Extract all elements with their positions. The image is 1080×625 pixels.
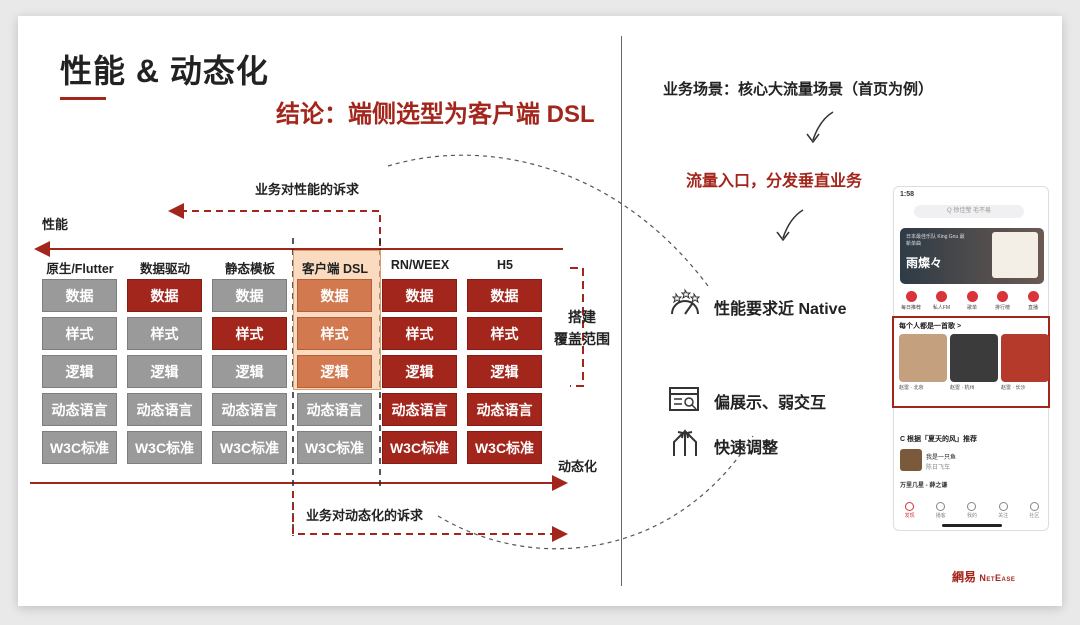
scene-text: 业务场景：核心大流量场景（首页为例） <box>663 81 934 98</box>
traffic-text: 流量入口，分发垂直业务 <box>686 173 863 190</box>
phone-song-art <box>900 449 922 471</box>
coverage-bracket <box>570 267 584 387</box>
phone-banner-art <box>992 232 1038 278</box>
phone-nav: 每日推荐 私人FM 歌单 排行榜 直播 <box>898 291 1046 311</box>
grid-cell: 数据 <box>127 279 202 312</box>
phone-song-sub: 陈日飞车 <box>926 465 951 471</box>
grid-cell: 动态语言 <box>212 393 287 426</box>
column-header: RN/WEEX <box>390 258 450 272</box>
feature-text: 性能要求近 Native <box>714 301 847 318</box>
feature-text: 快速调整 <box>714 440 779 457</box>
grid-cell: 数据 <box>467 279 542 312</box>
grid-cell: 样式 <box>127 317 202 350</box>
grid-cell: 动态语言 <box>467 393 542 426</box>
grid-cell: 数据 <box>42 279 117 312</box>
phone-player[interactable]: 万里几星 - 薛之谦 <box>900 483 948 489</box>
arrows-icon <box>673 429 697 456</box>
slide: 性能 & 动态化 结论：端侧选型为客户端 DSL 业务对性能的诉求 性能 动态化… <box>18 16 1062 606</box>
down-arrow-icon <box>806 111 834 144</box>
grid-cell: 数据 <box>212 279 287 312</box>
feature-text: 偏展示、弱交互 <box>714 395 827 412</box>
performance-demand-label: 业务对性能的诉求 <box>255 182 360 197</box>
grid-cell: 逻辑 <box>382 355 457 388</box>
phone-recommend-card-title: 每个人都是一首歌 > <box>899 323 962 330</box>
grid-cell: 逻辑 <box>297 355 372 388</box>
grid-cell: 动态语言 <box>297 393 372 426</box>
grid-cell: 样式 <box>467 317 542 350</box>
phone-tab[interactable]: 我的 <box>967 502 977 519</box>
column-header: 客户端 DSL <box>302 262 368 276</box>
phone-tab[interactable]: 播客 <box>936 502 946 519</box>
grid-cell: 逻辑 <box>212 355 287 388</box>
phone-tab[interactable]: 社区 <box>1029 502 1039 519</box>
grid-cell: W3C标准 <box>297 431 372 464</box>
phone-search-input[interactable]: Q 徐佳瑩 毛不易 <box>914 205 1024 218</box>
phone-recommend-highlight: 每个人都是一首歌 > 赵雷 · 北京 赵雷 · 杭州 赵雷 · 长沙 <box>892 316 1050 408</box>
grid-cell: 数据 <box>382 279 457 312</box>
dynamic-demand-arrow <box>292 491 568 542</box>
phone-tab[interactable]: 发现 <box>905 502 915 519</box>
title-underline <box>60 97 106 100</box>
column-header: 原生/Flutter <box>46 262 114 276</box>
feature-adjust <box>668 428 702 463</box>
phone-recommend-title: C 根据「夏天的风」推荐 <box>900 436 977 443</box>
phone-home-indicator <box>942 524 1002 527</box>
grid-cell: W3C标准 <box>467 431 542 464</box>
phone-nav-item[interactable]: 排行榜 <box>990 291 1016 311</box>
phone-card-art[interactable] <box>899 334 947 382</box>
speedometer-icon <box>671 288 701 315</box>
phone-card-art[interactable] <box>1001 334 1049 382</box>
column-header: 静态模板 <box>224 262 275 276</box>
phone-tab[interactable]: 关注 <box>998 502 1008 519</box>
grid-cell: 数据 <box>297 279 372 312</box>
phone-card-caption: 赵雷 · 杭州 <box>950 385 975 391</box>
feature-performance <box>668 288 702 323</box>
grid-cell: 样式 <box>42 317 117 350</box>
phone-banner-title: 雨燦々 <box>906 256 943 270</box>
grid-cell: 样式 <box>297 317 372 350</box>
feature-display <box>668 384 702 419</box>
phone-nav-item[interactable]: 每日推荐 <box>898 291 924 311</box>
phone-card-caption: 赵雷 · 长沙 <box>1001 385 1026 391</box>
dynamic-demand-label: 业务对动态化的诉求 <box>306 508 424 523</box>
performance-axis-label: 性能 <box>42 217 69 232</box>
down-arrow-icon <box>776 209 804 242</box>
phone-banner-subtitle: 日本最佳乐队 King Gnu 最新单曲 <box>906 234 965 247</box>
page-title: 性能 & 动态化 <box>60 53 269 89</box>
phone-nav-item[interactable]: 私人FM <box>929 291 955 311</box>
column-header: 数据驱动 <box>139 262 190 276</box>
grid-cell: 逻辑 <box>467 355 542 388</box>
curve-bottom <box>437 435 754 550</box>
grid-cell: 动态语言 <box>127 393 202 426</box>
dynamic-axis-label: 动态化 <box>558 459 598 474</box>
grid-cell: 样式 <box>212 317 287 350</box>
phone-card-caption: 赵雷 · 北京 <box>899 385 924 391</box>
grid-cell: 逻辑 <box>127 355 202 388</box>
phone-banner[interactable]: 日本最佳乐队 King Gnu 最新单曲 雨燦々 <box>900 228 1044 284</box>
grid-cell: 逻辑 <box>42 355 117 388</box>
grid-cell: 动态语言 <box>42 393 117 426</box>
performance-demand-arrow <box>168 203 381 246</box>
phone-tabbar: 发现 播客 我的 关注 社区 <box>894 502 1048 519</box>
curve-top <box>387 154 709 287</box>
grid-cell: W3C标准 <box>382 431 457 464</box>
grid-cell: 样式 <box>382 317 457 350</box>
phone-card-art[interactable] <box>950 334 998 382</box>
column-header: H5 <box>497 258 513 272</box>
coverage-label: 搭建 覆盖范围 <box>554 309 610 347</box>
conclusion-text: 结论：端侧选型为客户端 DSL <box>276 101 595 128</box>
phone-nav-item[interactable]: 直播 <box>1020 291 1046 311</box>
netease-logo: 網易 NetEase <box>952 570 1016 584</box>
grid-cell: 动态语言 <box>382 393 457 426</box>
phone-nav-item[interactable]: 歌单 <box>959 291 985 311</box>
grid-cell: W3C标准 <box>212 431 287 464</box>
display-icon <box>669 387 699 411</box>
section-divider <box>621 36 622 586</box>
grid-cell: W3C标准 <box>42 431 117 464</box>
grid-cell: W3C标准 <box>127 431 202 464</box>
phone-time: 1:58 <box>900 191 915 198</box>
phone-song-title[interactable]: 我是一只鱼 <box>926 455 957 461</box>
